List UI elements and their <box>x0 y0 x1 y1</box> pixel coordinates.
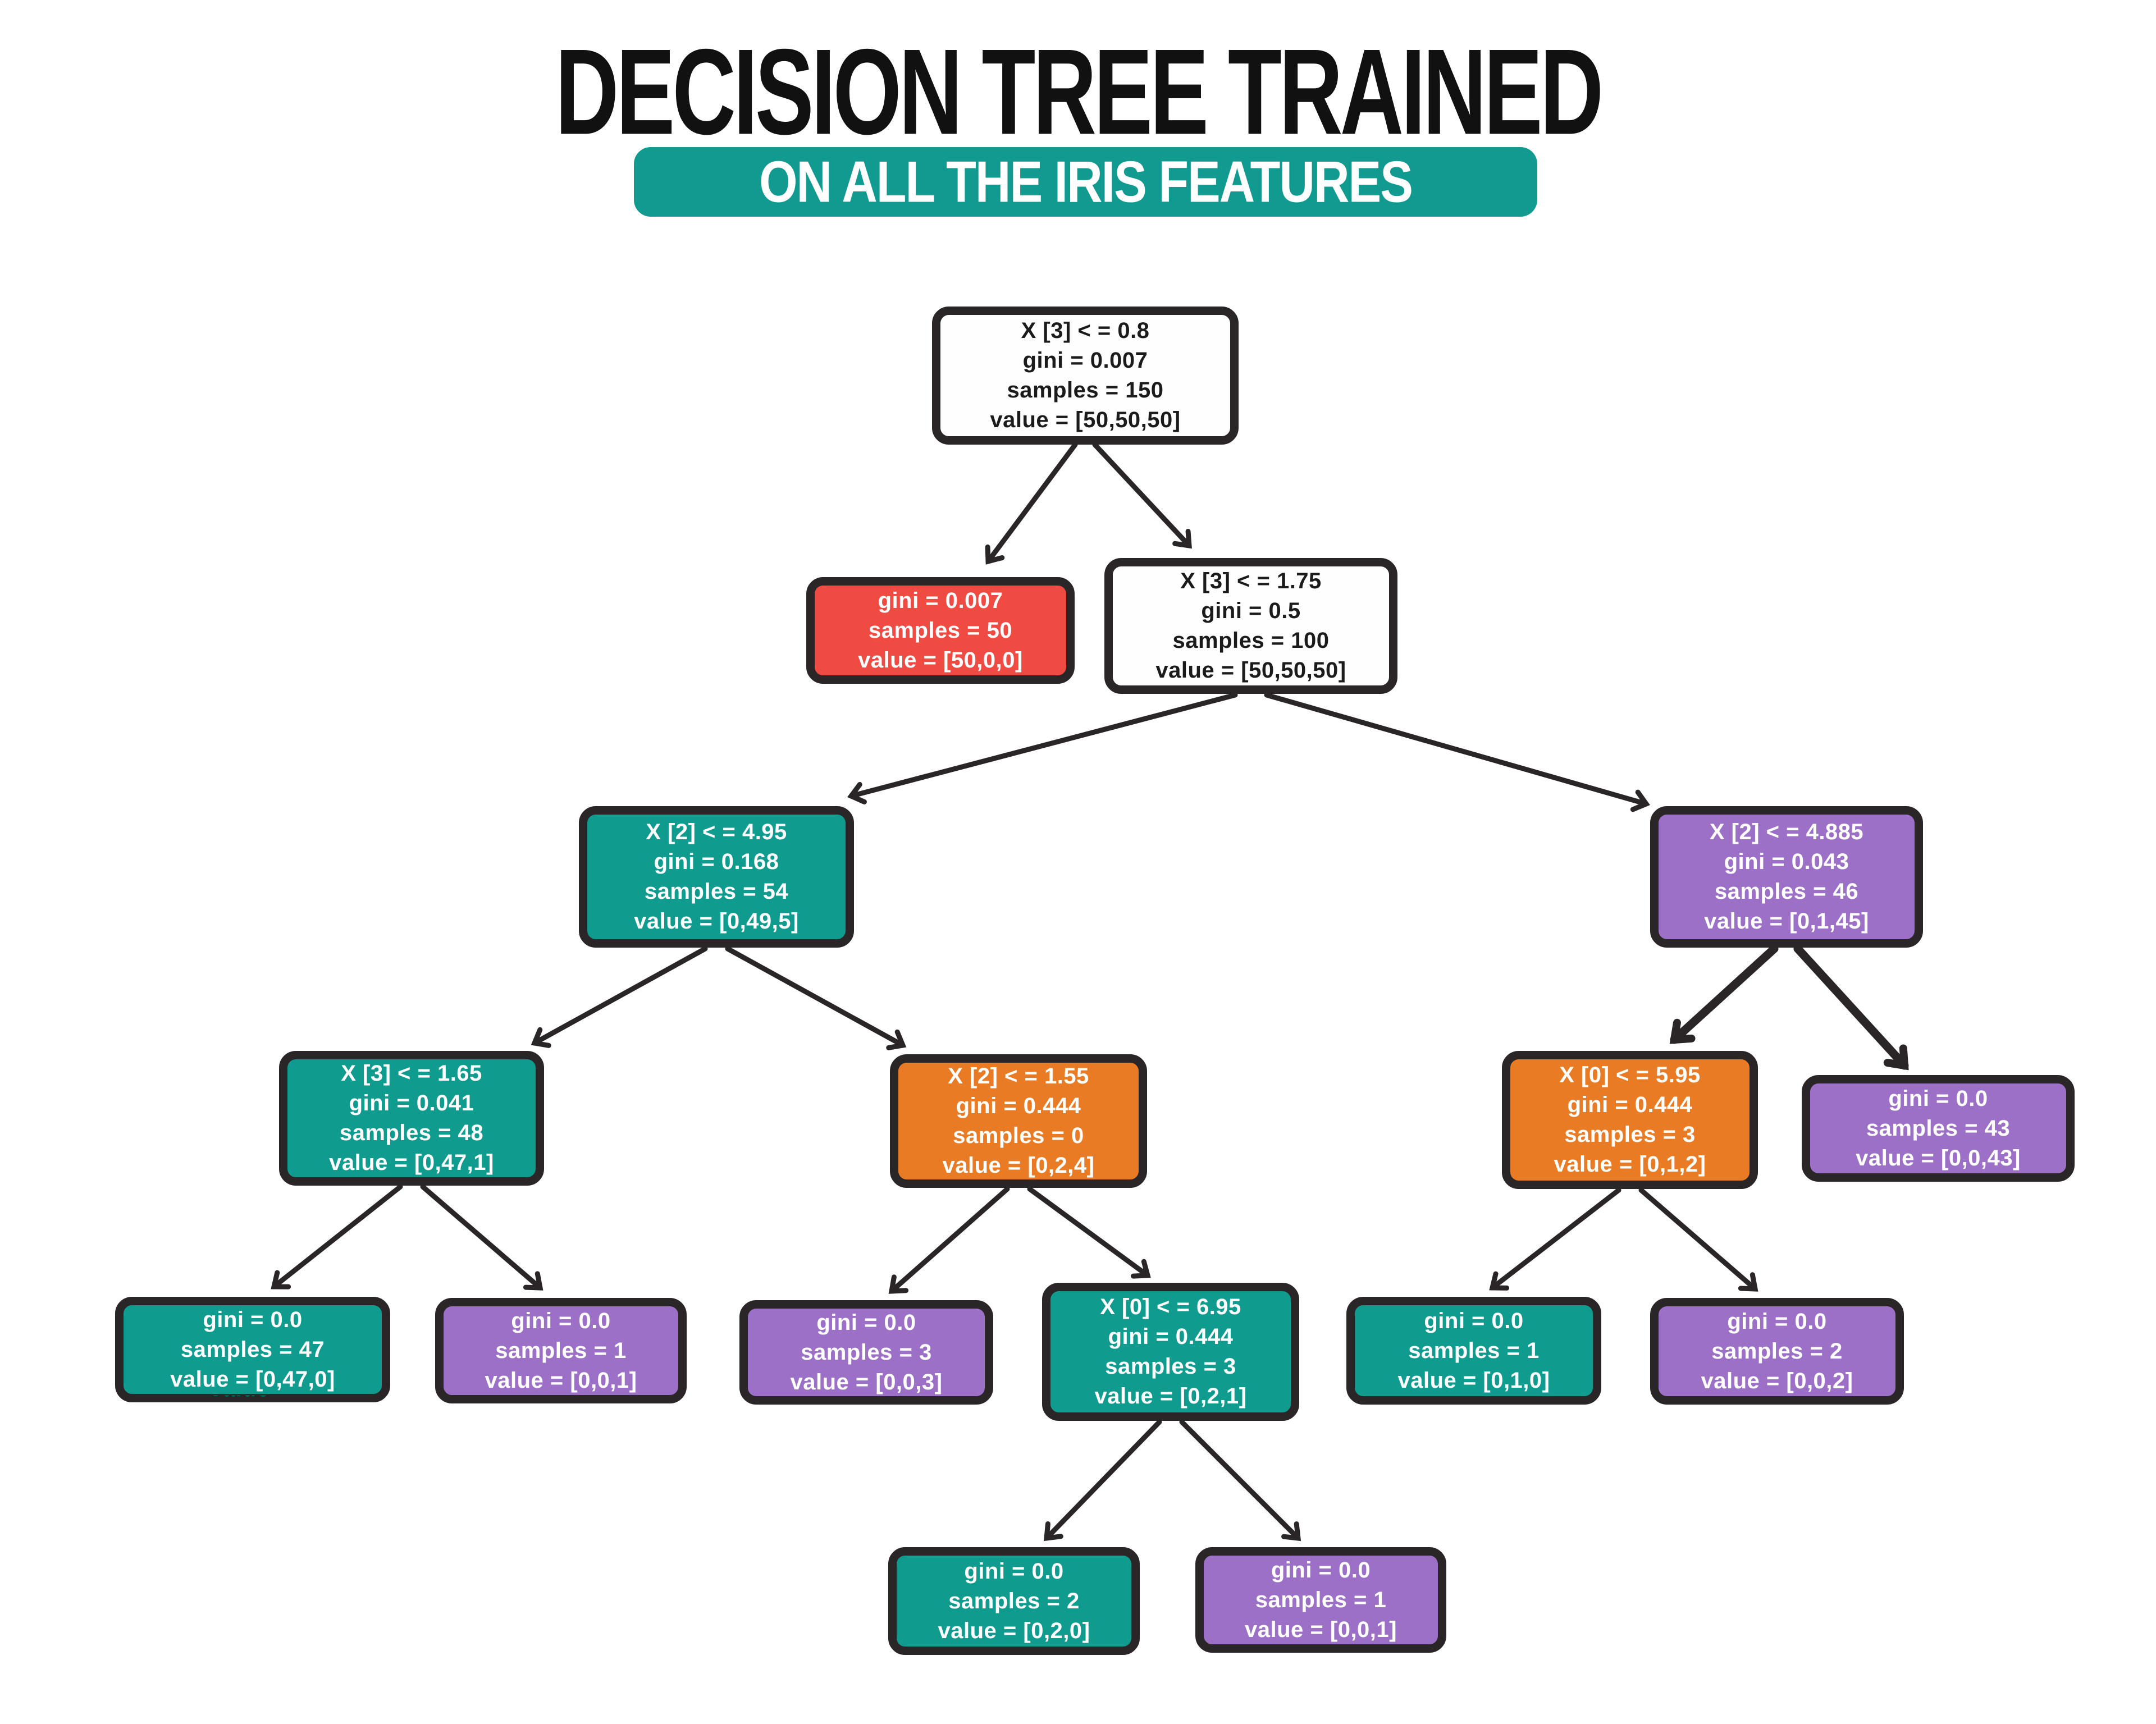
edge-n6-n12 <box>1027 1186 1151 1279</box>
class-values: value = [0,1,2] <box>1554 1152 1706 1177</box>
split-condition: X [3] < = 1.75 <box>1180 569 1322 593</box>
gini-value: gini = 0.168 <box>654 849 779 874</box>
samples-count: samples = 1 <box>1408 1338 1540 1363</box>
gini-value: gini = 0.0 <box>203 1307 303 1332</box>
node-leaf-red: gini = 0.007 samples = 50 value = [50,0,… <box>806 577 1075 684</box>
subtitle: ON ALL THE IRIS FEATURES <box>759 149 1413 214</box>
node-leaf-purple-1a: gini = 0.0 samples = 1 value = [0,0,1] <box>435 1298 687 1403</box>
class-values: value = [0,0,43] <box>1856 1145 2021 1170</box>
node-split-x2-155: X [2] < = 1.55 gini = 0.444 samples = 0 … <box>890 1054 1147 1188</box>
class-values: value = [0,2,4] <box>942 1153 1095 1178</box>
edge-n0-n2 <box>1092 442 1192 549</box>
gini-value: gini = 0.0 <box>964 1558 1064 1584</box>
samples-count: samples = 1 <box>495 1338 627 1363</box>
gini-value: gini = 0.5 <box>1201 598 1301 623</box>
class-values: value = [0,2,1] <box>1094 1384 1247 1409</box>
class-values: value = [0,47,0] <box>170 1366 335 1392</box>
split-condition: X [0] < = 6.95 <box>1100 1295 1241 1319</box>
class-values: value = [50,50,50] <box>990 408 1181 432</box>
subtitle-banner: ON ALL THE IRIS FEATURES <box>634 147 1537 217</box>
edge-n2-n3 <box>847 692 1238 804</box>
gini-value: gini = 0.0 <box>511 1308 611 1333</box>
edge-n12-n16 <box>1179 1419 1301 1542</box>
node-split-x2-4885: X [2] < = 4.885 gini = 0.043 samples = 4… <box>1650 806 1923 948</box>
split-condition: X [2] < = 4.885 <box>1709 820 1864 844</box>
samples-count: samples = 3 <box>801 1339 932 1365</box>
samples-count: samples = 0 <box>953 1123 1084 1148</box>
gini-value: gini = 0.007 <box>878 588 1003 613</box>
split-condition: X [2] < = 4.95 <box>646 820 787 844</box>
edge-n3-n6 <box>725 946 907 1050</box>
samples-count: samples = 47 <box>180 1337 325 1362</box>
edge-n5-n9 <box>271 1184 403 1289</box>
edge-n4-n7 <box>1669 944 1779 1044</box>
class-values: value = [0,2,0] <box>938 1618 1090 1643</box>
node-leaf-purple-3: gini = 0.0 samples = 3 value = [0,0,3] <box>739 1300 993 1405</box>
edge-n4-n8 <box>1793 944 1909 1071</box>
edge-n12-n15 <box>1043 1419 1162 1542</box>
split-condition: X [0] < = 5.95 <box>1559 1063 1701 1087</box>
edge-n6-n11 <box>888 1186 1010 1294</box>
gini-value: gini = 0.0 <box>1271 1557 1371 1583</box>
samples-count: samples = 3 <box>1564 1122 1696 1147</box>
class-values: value = [50,0,0] <box>858 647 1023 673</box>
gini-value: gini = 0.444 <box>956 1094 1081 1118</box>
edge-n0-n1 <box>985 442 1078 565</box>
samples-count: samples = 2 <box>948 1588 1080 1613</box>
class-values: value = [0,0,2] <box>1701 1368 1853 1393</box>
split-condition: X [3] < = 0.8 <box>1021 318 1150 343</box>
node-split-x2-495: X [2] < = 4.95 gini = 0.168 samples = 54… <box>579 806 854 948</box>
class-values: value = [50,50,50] <box>1155 658 1346 683</box>
split-condition: X [3] < = 1.65 <box>341 1061 482 1086</box>
samples-count: samples = 43 <box>1866 1115 2011 1141</box>
samples-count: samples = 3 <box>1105 1354 1236 1379</box>
class-values: value = [0,1,45] <box>1704 909 1869 934</box>
class-values: value = [0,0,1] <box>1245 1617 1397 1642</box>
gini-value: gini = 0.444 <box>1108 1324 1234 1349</box>
node-leaf-teal-47: gini = 0.0 samples = 47 value = [0,47,0] <box>115 1297 390 1402</box>
samples-count: samples = 46 <box>1714 879 1859 904</box>
node-leaf-teal-2: gini = 0.0 samples = 2 value = [0,2,0] <box>888 1547 1140 1655</box>
class-values: value = [0,1,0] <box>1397 1368 1550 1393</box>
class-values: value = [0,0,1] <box>485 1368 637 1393</box>
samples-count: samples = 2 <box>1711 1338 1843 1364</box>
samples-count: samples = 50 <box>868 618 1013 643</box>
gini-value: gini = 0.007 <box>1022 348 1148 373</box>
gini-value: gini = 0.0 <box>1727 1309 1827 1334</box>
samples-count: samples = 1 <box>1255 1587 1387 1612</box>
edge-n7-n13 <box>1489 1187 1621 1291</box>
node-leaf-purple-1b: gini = 0.0 samples = 1 value = [0,0,1] <box>1195 1547 1446 1653</box>
node-split-x0-595: X [0] < = 5.95 gini = 0.444 samples = 3 … <box>1502 1051 1758 1189</box>
gini-value: gini = 0.0 <box>1424 1308 1524 1333</box>
edge-n5-n10 <box>420 1184 543 1291</box>
samples-count: samples = 48 <box>339 1121 484 1145</box>
node-split-x3-175: X [3] < = 1.75 gini = 0.5 samples = 100 … <box>1104 558 1397 694</box>
gini-value: gini = 0.041 <box>349 1091 474 1115</box>
gini-value: gini = 0.0 <box>816 1310 916 1335</box>
edge-n2-n4 <box>1264 692 1650 812</box>
gini-value: gini = 0.0 <box>1888 1086 1988 1111</box>
gini-value: gini = 0.043 <box>1724 849 1849 874</box>
class-values: value = [0,0,3] <box>790 1369 943 1394</box>
edge-n3-n5 <box>531 946 708 1048</box>
clipped-text-artifact: value <box>209 1396 276 1405</box>
samples-count: samples = 150 <box>1007 378 1164 403</box>
samples-count: samples = 100 <box>1172 628 1330 653</box>
split-condition: X [2] < = 1.55 <box>948 1064 1089 1089</box>
node-root: X [3] < = 0.8 gini = 0.007 samples = 150… <box>932 307 1239 445</box>
node-leaf-purple-2: gini = 0.0 samples = 2 value = [0,0,2] <box>1650 1298 1904 1405</box>
node-split-x0-695: X [0] < = 6.95 gini = 0.444 samples = 3 … <box>1042 1283 1299 1421</box>
gini-value: gini = 0.444 <box>1567 1092 1693 1117</box>
edge-n7-n14 <box>1638 1187 1758 1292</box>
class-values: value = [0,49,5] <box>634 909 799 934</box>
header: DECISION TREE TRAINED <box>0 22 2156 161</box>
node-leaf-purple-43: gini = 0.0 samples = 43 value = [0,0,43] <box>1802 1075 2075 1182</box>
page-title: DECISION TREE TRAINED <box>555 24 1604 161</box>
node-leaf-teal-1: gini = 0.0 samples = 1 value = [0,1,0] <box>1346 1297 1601 1405</box>
class-values: value = [0,47,1] <box>329 1150 494 1175</box>
samples-count: samples = 54 <box>644 879 789 904</box>
node-split-x3-165: X [3] < = 1.65 gini = 0.041 samples = 48… <box>279 1051 544 1186</box>
